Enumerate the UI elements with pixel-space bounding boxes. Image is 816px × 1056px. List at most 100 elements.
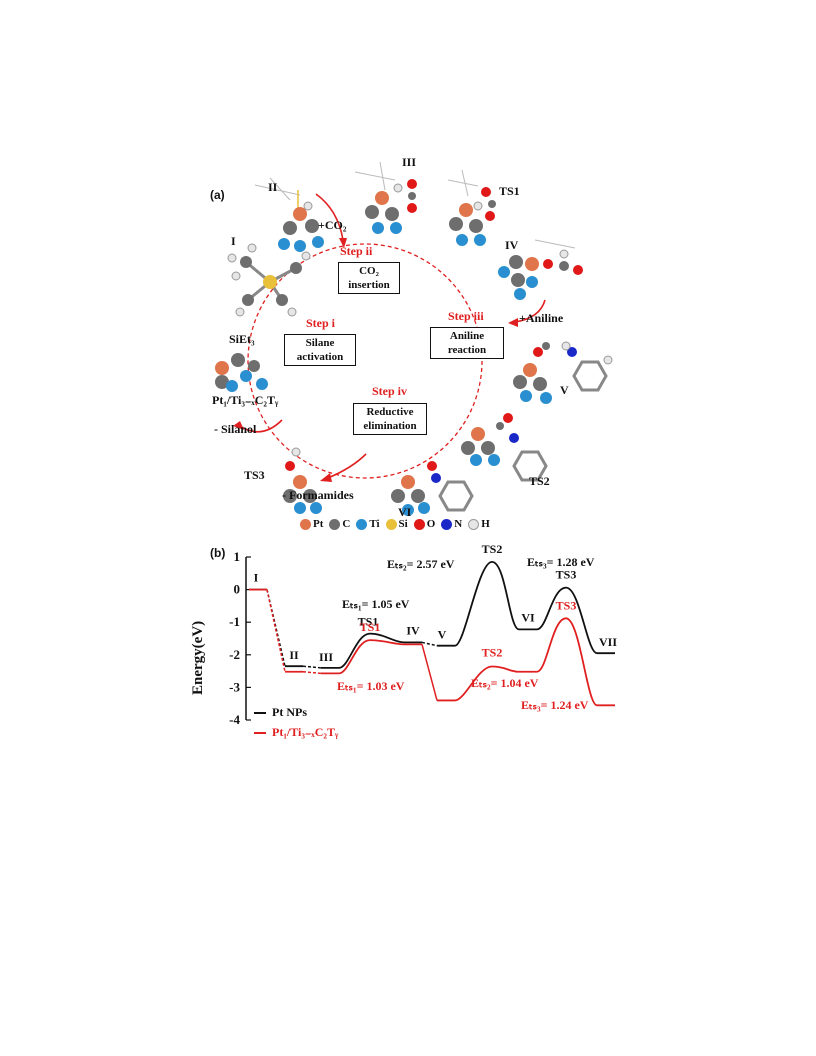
n-atom-icon: [441, 518, 453, 530]
species-VI-label: VI: [398, 505, 412, 519]
atom-legend-label: N: [454, 518, 463, 530]
step-ii-label: Step ii: [340, 244, 373, 258]
molecule-TS3: [283, 447, 322, 514]
molecule-I: [227, 243, 311, 317]
species-TS3-label: TS3: [244, 468, 265, 482]
y-tick-label: -4: [229, 712, 240, 727]
arrow-aniline-in: [514, 299, 546, 323]
molecule-II: [254, 177, 324, 252]
legend-swatch-black: [254, 711, 266, 714]
transition-curve-TS3: [536, 586, 598, 655]
atom-legend-item: Si: [385, 518, 408, 530]
state-label-TS2: TS2: [482, 646, 503, 660]
transition-curve-TS1: [338, 639, 405, 675]
atom-legend-label: O: [426, 518, 436, 530]
step-i-line2: activation: [296, 351, 344, 363]
state-label-TS1: TS1: [360, 620, 381, 634]
state-label-TS3: TS3: [556, 598, 577, 612]
species-II-label: II: [268, 180, 278, 194]
transition-curve-TS3: [536, 617, 598, 707]
species-IV-label: IV: [505, 238, 519, 252]
species-V-label: V: [560, 383, 569, 397]
legend-swatch-red: [254, 731, 266, 734]
connector: [266, 589, 286, 667]
y-tick-label: 0: [234, 582, 241, 597]
state-label-VII: VII: [599, 635, 617, 649]
connector: [302, 665, 322, 669]
state-label-II: II: [289, 648, 299, 662]
catalyst-label: Pt₁/Ti₃₋ₓC₂Tᵧ: [212, 393, 279, 407]
ti-atom-icon: [356, 518, 368, 530]
aniline-reagent: +Aniline: [519, 311, 564, 325]
step-ii-box: CO₂ insertion: [338, 262, 400, 294]
legend-label-pt-nps: Pt NPs: [272, 705, 307, 719]
atom-legend-label: Ti: [369, 518, 380, 530]
atom-legend-label: H: [481, 518, 490, 530]
connector: [302, 671, 322, 675]
molecule-TS2: [461, 413, 548, 482]
transition-curve-TS2: [454, 665, 520, 702]
formamides-product: - Formamides: [282, 488, 354, 502]
transition-curve-TS1: [338, 632, 405, 669]
si-atom-icon: [385, 518, 397, 530]
atom-legend-item: H: [468, 518, 490, 530]
step-iv-label: Step iv: [372, 384, 408, 398]
step-iii-box: Aniline reaction: [430, 327, 504, 359]
legend-label-pt1-mxene: Pt₁/Ti₃₋ₓC₂Tᵧ: [272, 725, 339, 739]
state-label-TS1: TS1: [358, 615, 379, 629]
atom-legend-item: N: [441, 518, 462, 530]
step-ii-line2: insertion: [348, 279, 390, 291]
state-label-IV: IV: [406, 623, 420, 637]
molecule-TS1: [447, 169, 496, 246]
species-TS2-label: TS2: [529, 474, 550, 488]
state-label-TS2: TS2: [482, 542, 503, 556]
connector: [421, 644, 438, 701]
h-atom-icon: [468, 518, 480, 530]
molecule-VI: [391, 461, 474, 516]
arrow-co2-in: [315, 193, 344, 241]
step-ii-line1: CO₂: [359, 265, 379, 277]
state-label-TS3: TS3: [556, 568, 577, 582]
sieth3-label: SiEt₃: [229, 332, 255, 346]
connector: [421, 641, 438, 647]
catalytic-cycle-circle: [247, 243, 483, 479]
y-tick-label: -2: [229, 647, 240, 662]
red-ts1-annotation: Eₜₛ₁= 1.03 eV: [337, 679, 405, 693]
y-tick-label: 1: [234, 549, 241, 564]
state-label-VI: VI: [521, 610, 535, 624]
step-i-label: Step i: [306, 316, 336, 330]
step-iii-line2: reaction: [447, 344, 487, 356]
atom-legend-item: Ti: [356, 518, 380, 530]
atom-legend: Pt C Ti Si O N H: [300, 518, 490, 530]
black-ts3-annotation: Eₜₛ₃= 1.28 eV: [527, 555, 595, 569]
c-atom-icon: [329, 518, 341, 530]
arrow-silanol-out: [239, 419, 283, 433]
co2-reagent: +CO₂: [318, 218, 347, 232]
step-iii-label: Step iii: [448, 309, 484, 323]
catalyst-cluster-left: [215, 353, 268, 392]
connector: [266, 589, 286, 672]
step-iv-line2: elimination: [363, 420, 417, 432]
state-label-V: V: [438, 628, 447, 642]
state-label-I: I: [254, 571, 259, 585]
y-tick-label: -3: [229, 679, 240, 694]
reaction-cycle-diagram: [215, 161, 613, 516]
pt-atom-icon: [300, 518, 311, 530]
atom-legend-item: Pt: [300, 518, 323, 530]
step-iv-box: Reductive elimination: [353, 403, 427, 435]
panel-b-label: (b): [210, 546, 226, 560]
step-i-box: Silane activation: [284, 334, 356, 366]
atom-legend-item: O: [413, 518, 436, 530]
black-ts1-annotation: Eₜₛ₁= 1.05 eV: [342, 597, 410, 611]
o-atom-icon: [413, 518, 425, 530]
black-ts2-annotation: Eₜₛ₂= 2.57 eV: [387, 557, 455, 571]
silanol-product: - Silanol: [214, 422, 257, 436]
transition-curve-TS2: [454, 560, 520, 647]
molecule-V: [513, 341, 613, 404]
atom-legend-label: C: [342, 518, 351, 530]
y-axis: 10-1-2-3-4: [229, 549, 251, 727]
atom-legend-item: C: [329, 518, 350, 530]
